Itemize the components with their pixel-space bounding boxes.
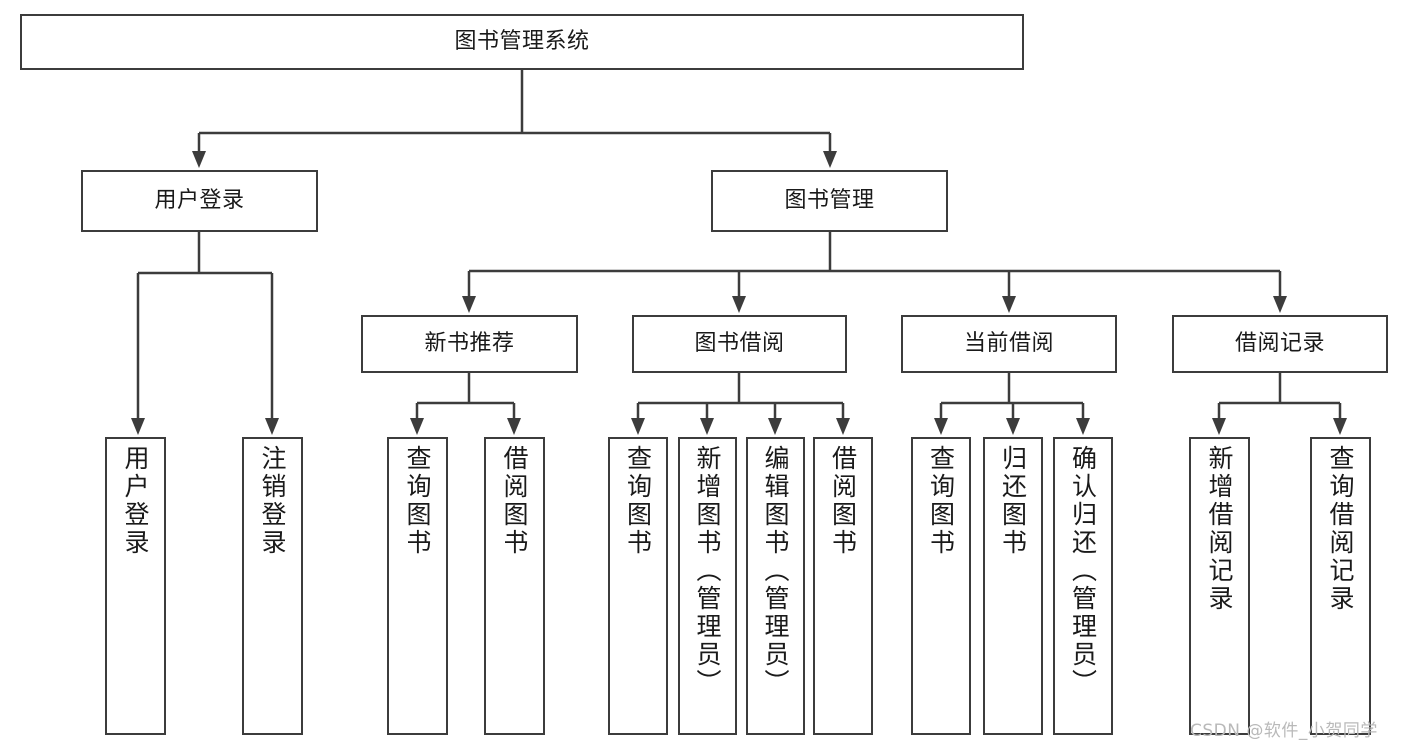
node-book-borrow[interactable]: 图书借阅 bbox=[632, 315, 847, 373]
node-leaf-borrow-book-2[interactable]: 借阅图书 bbox=[813, 437, 873, 735]
node-label: 查询图书 bbox=[926, 445, 956, 557]
node-leaf-query-book-3[interactable]: 查询图书 bbox=[911, 437, 971, 735]
node-label: 新增图书（管理员） bbox=[693, 445, 722, 697]
arrowhead-icon bbox=[1273, 296, 1287, 313]
arrowhead-icon bbox=[1212, 418, 1226, 435]
arrowhead-icon bbox=[768, 418, 782, 435]
node-label: 用户登录 bbox=[154, 187, 245, 213]
node-leaf-user-login[interactable]: 用户登录 bbox=[105, 437, 166, 735]
node-leaf-query-book-2[interactable]: 查询图书 bbox=[608, 437, 668, 735]
arrowhead-icon bbox=[462, 296, 476, 313]
watermark: CSDN @软件_小贺同学 bbox=[1190, 721, 1378, 741]
arrowhead-icon bbox=[732, 296, 746, 313]
node-borrow-record[interactable]: 借阅记录 bbox=[1172, 315, 1388, 373]
arrowhead-icon bbox=[1076, 418, 1090, 435]
node-leaf-query-borrow-record[interactable]: 查询借阅记录 bbox=[1310, 437, 1371, 735]
arrowhead-icon bbox=[1006, 418, 1020, 435]
node-title-book-management-system[interactable]: 图书管理系统 bbox=[20, 14, 1024, 70]
node-label: 借阅图书 bbox=[500, 445, 529, 557]
arrowhead-icon bbox=[131, 418, 145, 435]
node-leaf-edit-book-admin[interactable]: 编辑图书（管理员） bbox=[746, 437, 805, 735]
node-label: 借阅图书 bbox=[828, 445, 858, 557]
node-label: 查询借阅记录 bbox=[1326, 445, 1355, 613]
node-label: 图书管理系统 bbox=[454, 28, 590, 54]
arrowhead-icon bbox=[823, 151, 837, 168]
arrowhead-icon bbox=[410, 418, 424, 435]
arrowhead-icon bbox=[700, 418, 714, 435]
node-leaf-query-book-1[interactable]: 查询图书 bbox=[387, 437, 448, 735]
node-new-book-recommend[interactable]: 新书推荐 bbox=[361, 315, 578, 373]
arrowhead-icon bbox=[1002, 296, 1016, 313]
arrowhead-icon bbox=[836, 418, 850, 435]
node-book-management[interactable]: 图书管理 bbox=[711, 170, 948, 232]
node-label: 归还图书 bbox=[998, 445, 1028, 557]
node-label: 编辑图书（管理员） bbox=[761, 445, 790, 697]
node-leaf-confirm-return-admin[interactable]: 确认归还（管理员） bbox=[1053, 437, 1113, 735]
node-label: 图书借阅 bbox=[694, 330, 785, 356]
node-label: 用户登录 bbox=[121, 445, 150, 557]
node-label: 图书管理 bbox=[784, 187, 875, 213]
node-label: 注销登录 bbox=[258, 445, 287, 557]
node-leaf-borrow-book-1[interactable]: 借阅图书 bbox=[484, 437, 545, 735]
arrowhead-icon bbox=[631, 418, 645, 435]
node-label: 查询图书 bbox=[623, 445, 653, 557]
node-user-login[interactable]: 用户登录 bbox=[81, 170, 318, 232]
node-leaf-add-book-admin[interactable]: 新增图书（管理员） bbox=[678, 437, 737, 735]
node-label: 借阅记录 bbox=[1234, 330, 1325, 356]
arrowhead-icon bbox=[192, 151, 206, 168]
arrowhead-icon bbox=[1333, 418, 1347, 435]
node-label: 确认归还（管理员） bbox=[1068, 445, 1098, 697]
arrowhead-icon bbox=[934, 418, 948, 435]
arrowhead-icon bbox=[265, 418, 279, 435]
node-label: 新书推荐 bbox=[424, 330, 515, 356]
node-leaf-add-borrow-record[interactable]: 新增借阅记录 bbox=[1189, 437, 1250, 735]
node-leaf-logout-login[interactable]: 注销登录 bbox=[242, 437, 303, 735]
node-label: 查询图书 bbox=[403, 445, 432, 557]
arrowhead-icon bbox=[507, 418, 521, 435]
node-leaf-return-book[interactable]: 归还图书 bbox=[983, 437, 1043, 735]
node-label: 新增借阅记录 bbox=[1205, 445, 1234, 613]
node-current-borrow[interactable]: 当前借阅 bbox=[901, 315, 1117, 373]
node-label: 当前借阅 bbox=[963, 330, 1054, 356]
